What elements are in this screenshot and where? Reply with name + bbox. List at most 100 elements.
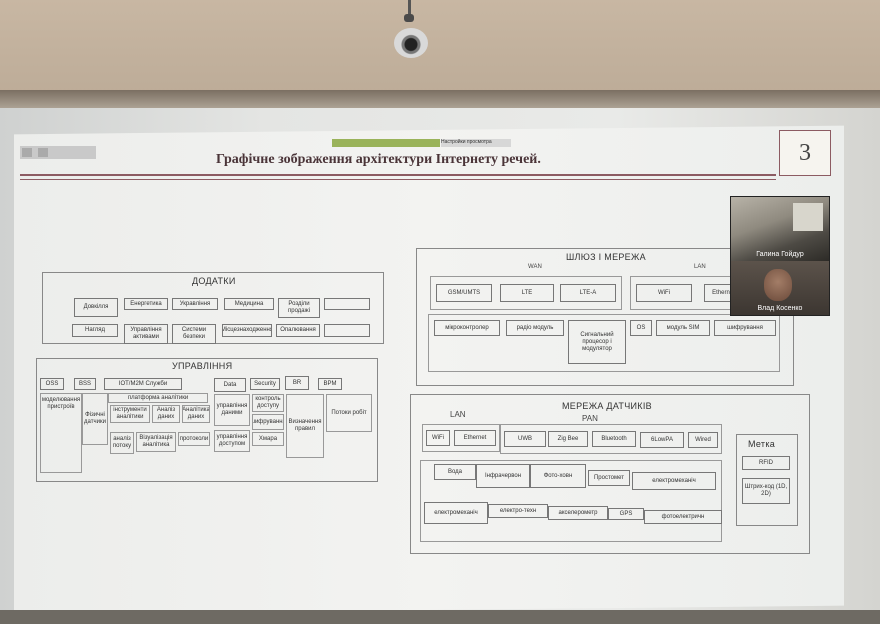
gateway-item: мікроконтролер [434,320,500,336]
title-rule-thin [20,179,776,180]
security-camera-icon [394,28,428,58]
progress-bar [332,139,440,147]
sensor-item: електро-техн [488,504,548,518]
upr-cell: Хмара [252,432,284,446]
metka-item: Штрих-код (1D, 2D) [742,478,790,504]
upr-top-item: BPM [318,378,342,390]
upr-column: моделювання пристроїв [40,393,82,473]
dodatky-item: Розділи продажі [278,298,320,318]
sensor-pan-item: UWB [504,431,546,447]
datchyky-title: МЕРЕЖА ДАТЧИКІВ [562,401,652,411]
upr-top-item: Security [250,378,280,390]
sensor-pan-item: Wired [688,432,718,448]
sensor-item: Фото-ховн [530,464,586,488]
settings-tab[interactable]: Настройки просмотра [441,139,511,147]
upr-cell: Визначення правил [286,394,324,458]
sensor-pan-item: 6LowPA [640,432,684,448]
gateway-hardware-group [428,314,780,372]
wall [0,0,880,95]
screen-housing [0,90,880,112]
lan-item: WiFi [636,284,692,302]
dodatky-item: Укравління [172,298,218,310]
dodatky-item: Нагляд [72,324,118,337]
sensor-lan-item: Ethernet [454,430,496,446]
dodatky-item: Управління активами [124,324,168,344]
metka-item: RFID [742,456,790,470]
video-tile-participant-1[interactable]: Галина Гойдур [731,197,829,261]
upr-cell: управління даними [214,394,250,426]
sensor-item: електромеханіч [632,472,716,490]
sensor-item: Простомет [588,470,630,486]
upr-top-item: BR [285,376,309,390]
sensor-item: GPS [608,508,644,520]
slide-title: Графічне зображення архітектури Інтернет… [216,152,541,167]
sensor-item: електромеханіч [424,502,488,524]
sensor-lan-group [422,424,500,452]
upravlinnia-title: УПРАВЛІННЯ [172,361,233,371]
upr-cell: шифрування [252,414,284,430]
wan-item: GSM/UMTS [436,284,492,302]
upr-cell: Візуалізація аналітика [136,432,176,452]
sensor-item: Інфрачервон [476,464,530,488]
wan-item: LTE-A [560,284,616,302]
dodatky-item: Медицина [224,298,274,310]
participant-face [764,269,792,301]
upr-sub: платформа аналітики [108,393,208,403]
wan-item: LTE [500,284,554,302]
slide-number: 3 [779,130,831,176]
metka-panel [736,434,798,526]
upr-cell: контроль доступу [252,394,284,412]
dodatky-title: ДОДАТКИ [192,276,236,286]
sensor-pan-item: Bluetooth [592,431,636,447]
gateway-item: радіо модуль [506,320,564,336]
upr-top-item: Data [214,378,246,392]
lan-label: LAN [694,264,706,270]
gateway-item: шифрування [714,320,776,336]
sensor-lan-item: WiFi [426,430,450,446]
sensor-item: Вода [434,464,476,480]
upr-cell: аналіз потоку [110,432,134,454]
sensor-pan-group [500,424,722,454]
participant-name: Влад Косенко [757,305,803,312]
upravlinnia-panel [36,358,378,482]
gateway-item: модуль SIM [656,320,710,336]
toolbar-button-icon[interactable] [38,148,48,157]
video-call-overlay[interactable]: Галина Гойдур Влад Косенко [730,196,830,316]
upr-cell: протоколи [178,432,210,446]
upr-top-item: BSS [74,378,96,390]
metka-title: Метка [748,439,776,449]
shliuz-title: ШЛЮЗ І МЕРЕЖА [566,252,646,262]
video-tile-participant-2[interactable]: Влад Косенко [731,261,829,315]
sensor-pan-item: Zig Bee [548,431,588,447]
upr-cell: Аналіз даних [152,405,180,423]
wan-group [430,276,622,310]
sensor-item: фотоелектричн [644,510,722,524]
dodatky-item: Довкілля [74,298,118,317]
screen-bottom-edge [0,610,880,624]
dodatky-item [324,298,370,310]
gateway-item: OS [630,320,652,336]
toolbar-button-icon[interactable] [22,148,32,157]
dodatky-item: Опалювання [276,324,320,337]
upr-column: Фізичні датчики [82,393,108,445]
wan-label: WAN [528,264,542,270]
ceiling-cable [408,0,411,18]
sensor-lan-label: LAN [450,410,466,419]
upr-top-item: OSS [40,378,64,390]
sensor-item: акселерометр [548,506,608,520]
upr-cell: Аналітика даних [182,405,210,423]
datchyky-panel [410,394,810,554]
upr-cell: Потоки робіт [326,394,372,432]
dodatky-item: Місцезнаходження [222,324,272,337]
cable-knob [404,14,414,22]
upr-top-item: IOT/M2M Служби [104,378,182,390]
participant-name: Галина Гойдур [756,251,804,258]
room-window [793,203,823,231]
upr-cell: управління доступом [214,430,250,452]
upr-cell: інструменти аналітики [110,405,150,423]
dodatky-item: Енергетика [124,298,168,310]
title-rule [20,174,776,176]
gateway-item: Сигнальний процесор і модулятор [568,320,626,364]
sensor-pan-label: PAN [582,414,598,423]
sensors-group [420,460,722,542]
